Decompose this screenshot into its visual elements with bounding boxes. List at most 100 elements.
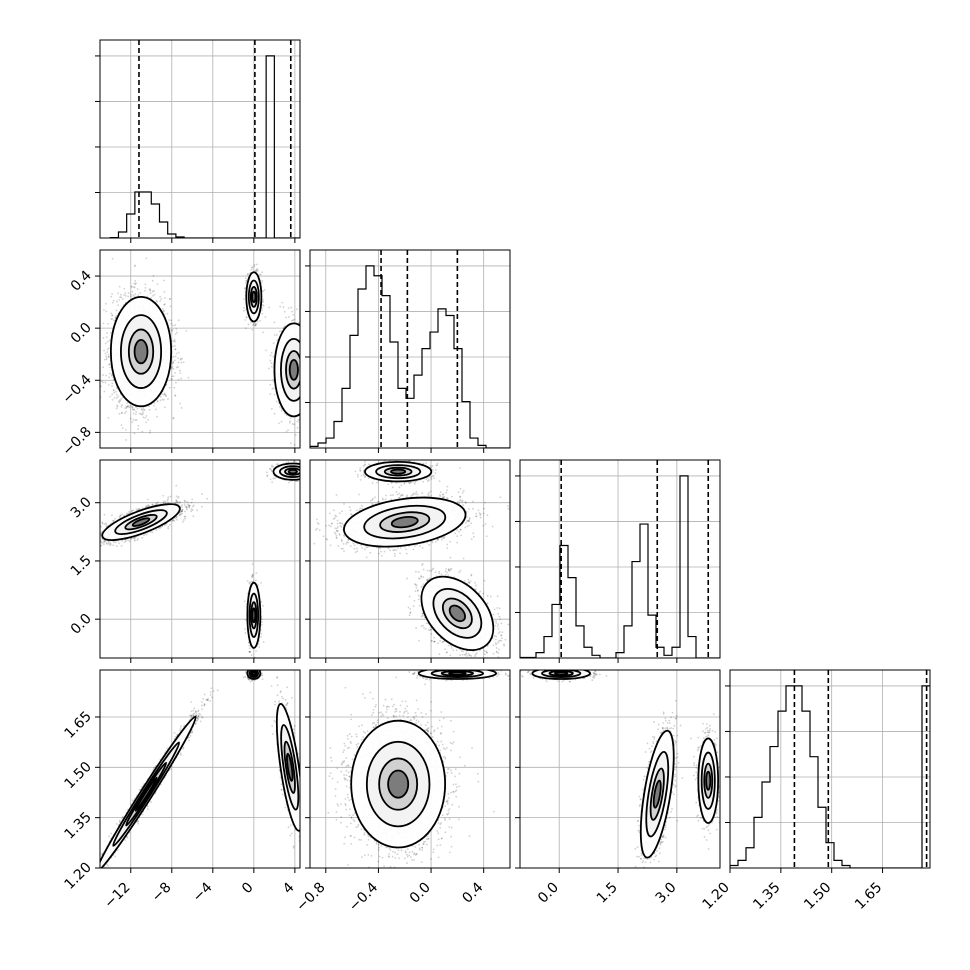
sample-point (111, 385, 113, 387)
sample-point (318, 371, 320, 373)
sample-point (160, 297, 163, 300)
sample-point (285, 430, 288, 433)
sample-point (282, 306, 285, 309)
sample-point (142, 407, 145, 409)
sample-point (302, 409, 304, 411)
sample-point (151, 290, 154, 293)
sample-point (314, 400, 316, 402)
sample-point (138, 412, 141, 415)
sample-point (292, 319, 294, 322)
sample-point (114, 316, 117, 319)
sample-point (312, 361, 314, 363)
sample-point (305, 362, 307, 364)
sample-point (307, 352, 309, 354)
sample-point (304, 332, 306, 334)
sample-point (170, 319, 173, 322)
sample-point (156, 400, 159, 403)
sample-point (306, 395, 308, 397)
sample-point (303, 417, 305, 419)
sample-point (109, 366, 111, 369)
histogram-group (730, 670, 930, 868)
sample-point (281, 301, 284, 304)
sample-point (303, 339, 305, 341)
sample-point (162, 310, 165, 312)
sample-point (172, 355, 175, 358)
sample-point (291, 310, 294, 313)
sample-point (305, 382, 307, 384)
contour-level (251, 290, 257, 304)
sample-point (302, 417, 304, 419)
sample-point (289, 417, 292, 420)
sample-point (252, 323, 255, 325)
sample-point (307, 396, 309, 398)
sample-point (307, 344, 309, 346)
sample-point (254, 324, 256, 327)
sample-point (312, 395, 314, 397)
sample-point (180, 377, 183, 380)
sample-point (103, 349, 106, 352)
sample-point (133, 265, 136, 268)
sample-point (310, 398, 312, 400)
sample-point (152, 294, 154, 297)
sample-point (135, 419, 138, 421)
sample-point (312, 352, 314, 354)
sample-point (304, 408, 306, 410)
sample-point (172, 367, 175, 370)
sample-point (273, 387, 275, 390)
sample-point (303, 405, 305, 407)
sample-point (306, 328, 308, 330)
sample-point (137, 293, 140, 296)
sample-point (101, 381, 104, 384)
sample-point (301, 346, 303, 348)
sample-point (302, 374, 304, 376)
sample-point (105, 332, 108, 334)
sample-point (297, 419, 300, 421)
sample-point (306, 347, 308, 349)
sample-point (149, 288, 152, 291)
sample-point (313, 361, 315, 363)
sample-point (126, 405, 129, 408)
sample-point (259, 273, 262, 276)
sample-point (253, 263, 256, 266)
sample-point (315, 375, 317, 377)
sample-point (145, 257, 148, 260)
sample-point (121, 297, 124, 300)
sample-point (119, 296, 121, 299)
sample-point (302, 363, 304, 365)
sample-point (126, 402, 129, 404)
sample-point (108, 372, 111, 375)
sample-point (315, 361, 317, 363)
sample-point (245, 316, 248, 318)
sample-point (251, 267, 253, 269)
sample-point (270, 362, 273, 365)
sample-point (116, 396, 118, 399)
sample-point (127, 404, 129, 407)
sample-point (132, 412, 135, 415)
sample-point (302, 354, 304, 356)
sample-point (174, 340, 176, 343)
sample-point (269, 359, 272, 362)
sample-point (141, 430, 144, 433)
sample-point (296, 426, 299, 429)
sample-point (304, 384, 306, 386)
sample-point (159, 399, 162, 402)
sample-point (125, 439, 128, 441)
sample-point (315, 339, 317, 341)
sample-point (256, 268, 259, 271)
sample-point (304, 378, 306, 380)
sample-point (107, 353, 110, 356)
sample-point (133, 408, 136, 411)
sample-point (308, 370, 310, 372)
sample-point (174, 344, 176, 347)
sample-point (306, 376, 308, 378)
sample-point (304, 389, 306, 391)
sample-point (306, 379, 308, 381)
sample-point (163, 303, 165, 306)
sample-point (307, 367, 309, 369)
sample-point (151, 279, 154, 282)
sample-point (139, 291, 142, 294)
sample-point (308, 355, 310, 357)
sample-point (305, 353, 307, 355)
sample-point (301, 373, 303, 375)
sample-point (306, 362, 308, 364)
